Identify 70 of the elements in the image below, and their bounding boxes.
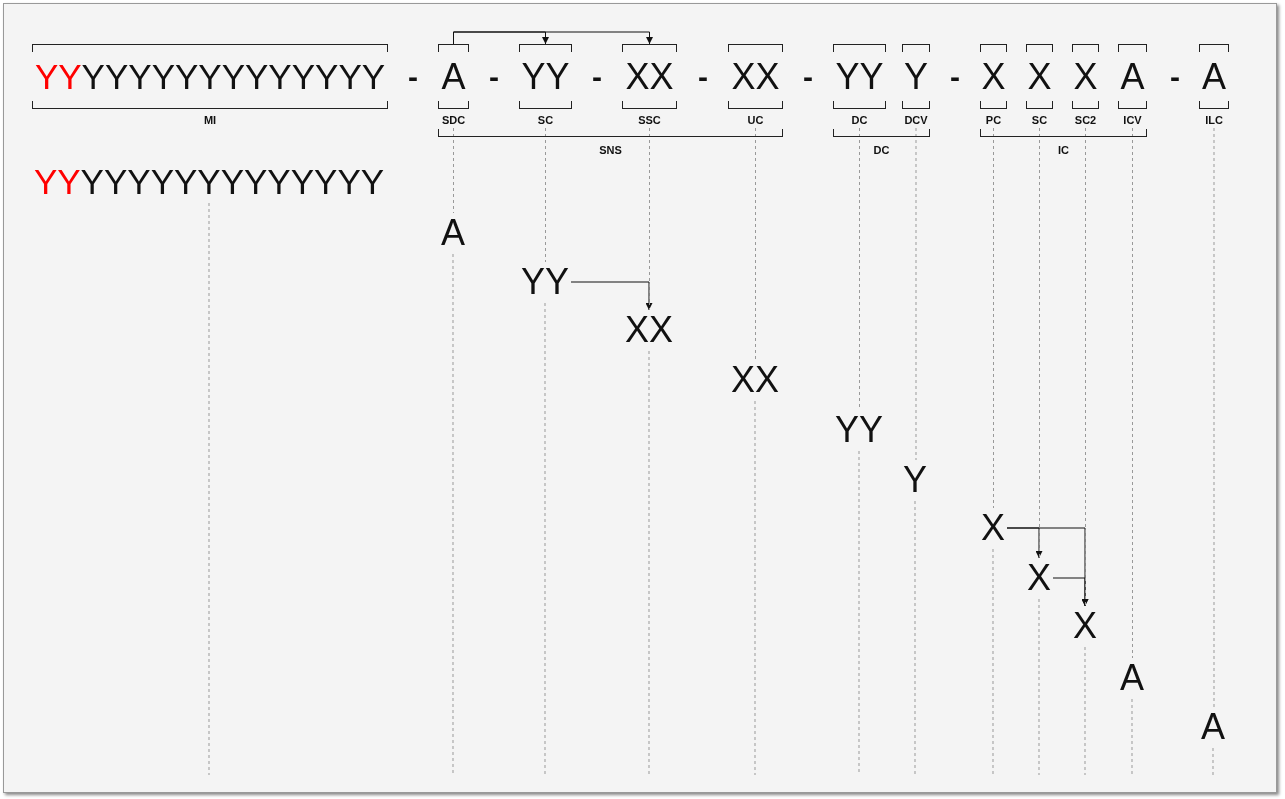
segment-label: SC bbox=[536, 114, 555, 126]
segment-text: YY bbox=[834, 57, 885, 97]
dashed-line bbox=[649, 127, 650, 311]
segment-text: A bbox=[1201, 57, 1227, 97]
segment-text: XX bbox=[625, 310, 673, 350]
segment-text: YY bbox=[520, 57, 571, 97]
dashed-line bbox=[1132, 127, 1133, 659]
segment-text: X bbox=[1073, 606, 1097, 646]
dashed-line bbox=[993, 127, 994, 509]
separator-dash: - bbox=[489, 59, 499, 95]
dashed-line bbox=[754, 400, 756, 776]
separator-dash: - bbox=[950, 59, 960, 95]
segment-label: SC2 bbox=[1073, 114, 1098, 126]
segment-text: YY bbox=[521, 262, 569, 302]
dashed-line bbox=[1213, 127, 1215, 708]
segment-label: SSC bbox=[637, 114, 662, 126]
segment-text: XX bbox=[730, 57, 781, 97]
dashed-line bbox=[1212, 747, 1214, 776]
group-label: IC bbox=[1057, 144, 1070, 156]
segment-text: YYYYYYYYYYYYYYY bbox=[33, 57, 387, 97]
separator-dash: - bbox=[803, 59, 813, 95]
segment-text: YYYYYYYYYYYYYYY bbox=[33, 162, 385, 202]
segment-text: XX bbox=[624, 57, 675, 97]
segment-text: A bbox=[441, 213, 465, 253]
segment-text: X bbox=[1072, 57, 1099, 97]
segment-text: X bbox=[1026, 57, 1053, 97]
dashed-line bbox=[915, 127, 917, 461]
arrow bbox=[1052, 577, 1089, 607]
dashed-line bbox=[992, 548, 994, 776]
segment-text: Y bbox=[903, 460, 927, 500]
segment-text: Y bbox=[903, 57, 929, 97]
dashed-line bbox=[1084, 646, 1086, 776]
segment-text: A bbox=[1201, 707, 1225, 747]
segment-label: SDC bbox=[440, 114, 467, 126]
dashed-line bbox=[453, 127, 454, 214]
arrow bbox=[453, 31, 653, 45]
dashed-line bbox=[544, 302, 546, 776]
segment-text: A bbox=[440, 57, 467, 97]
segment-text: A bbox=[1119, 57, 1146, 97]
separator-dash: - bbox=[408, 59, 418, 95]
dashed-line bbox=[755, 127, 756, 361]
segment-label: MI bbox=[202, 114, 218, 126]
dashed-line bbox=[1038, 598, 1040, 776]
segment-label: DC bbox=[850, 114, 869, 126]
dashed-line bbox=[914, 500, 916, 776]
segment-text: X bbox=[981, 508, 1005, 548]
segment-text: XX bbox=[731, 360, 779, 400]
separator-dash: - bbox=[592, 59, 602, 95]
dashed-line bbox=[648, 350, 650, 776]
segment-label: ILC bbox=[1204, 114, 1224, 126]
segment-text: X bbox=[1027, 558, 1051, 598]
separator-dash: - bbox=[698, 59, 708, 95]
arrow bbox=[570, 281, 653, 311]
group-label: SNS bbox=[598, 144, 623, 156]
dashed-line bbox=[208, 202, 210, 776]
segment-label: SC bbox=[1030, 114, 1049, 126]
segment-text: YY bbox=[835, 410, 883, 450]
dashed-line bbox=[452, 253, 454, 776]
separator-dash: - bbox=[1170, 59, 1180, 95]
segment-label: UC bbox=[746, 114, 765, 126]
segment-text: X bbox=[980, 57, 1007, 97]
dashed-line bbox=[545, 127, 546, 263]
dashed-line bbox=[1085, 127, 1086, 607]
dashed-line bbox=[1131, 698, 1133, 776]
group-label: DC bbox=[872, 144, 891, 156]
segment-label: PC bbox=[984, 114, 1003, 126]
segment-text: A bbox=[1120, 658, 1144, 698]
segment-label: ICV bbox=[1122, 114, 1143, 126]
segment-label: DCV bbox=[903, 114, 929, 126]
dashed-line bbox=[1039, 127, 1040, 559]
